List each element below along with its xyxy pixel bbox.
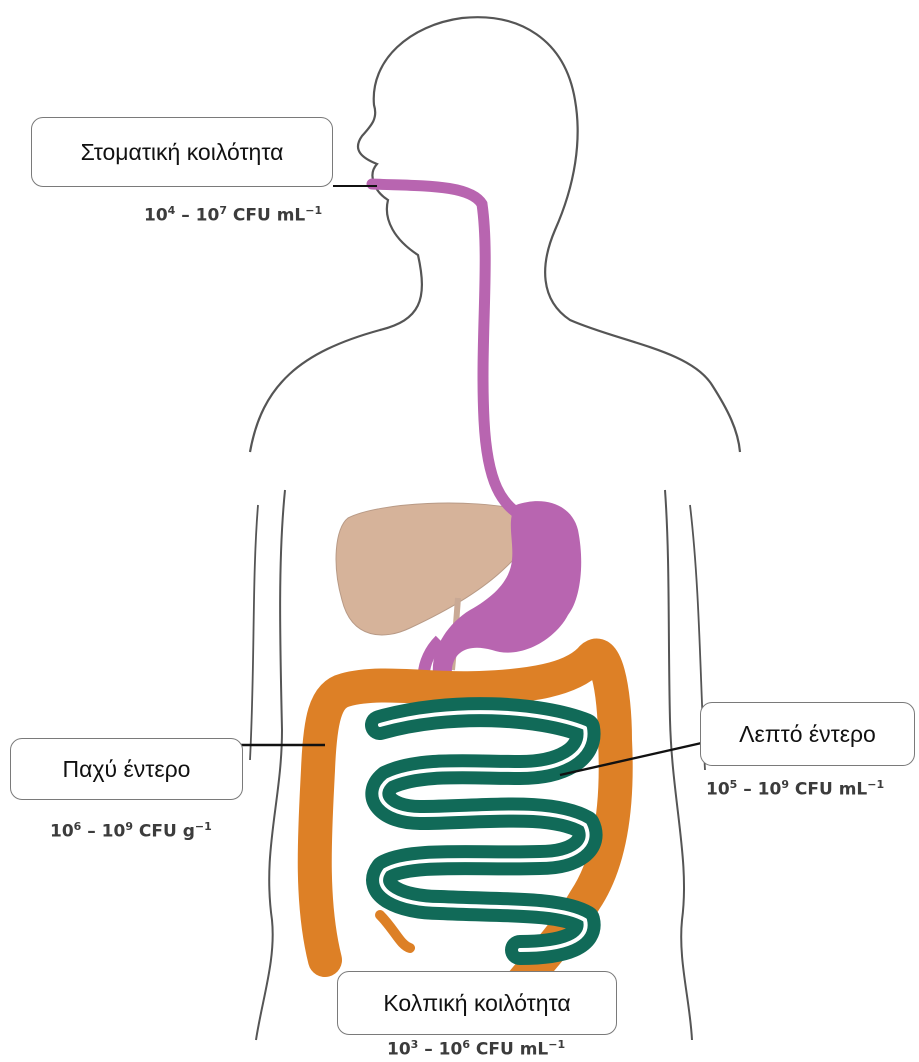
left-arm-line	[250, 505, 258, 760]
appendix	[380, 915, 410, 948]
body-outline	[250, 17, 740, 452]
small-intestine-count: 105 – 109 CFU mL−1	[706, 778, 884, 800]
large-intestine-label: Παχύ έντερο	[10, 738, 243, 800]
oral-cavity-count: 104 – 107 CFU mL−1	[144, 204, 322, 226]
left-torso-line	[256, 490, 285, 1040]
oral-cavity-label: Στοματική κοιλότητα	[31, 117, 333, 187]
vaginal-cavity-count: 103 – 106 CFU mL−1	[387, 1038, 565, 1060]
right-torso-line	[665, 490, 692, 1040]
small-intestine-label-text: Λεπτό έντερο	[739, 721, 876, 748]
large-intestine-count: 106 – 109 CFU g−1	[50, 820, 212, 842]
small-intestine-label: Λεπτό έντερο	[700, 702, 915, 766]
large-intestine-label-text: Παχύ έντερο	[63, 756, 191, 783]
vaginal-cavity-label: Κολπική κοιλότητα	[337, 971, 617, 1035]
small-intestine	[380, 712, 588, 950]
oral-cavity-label-text: Στοματική κοιλότητα	[81, 139, 284, 166]
vaginal-cavity-label-text: Κολπική κοιλότητα	[383, 990, 570, 1017]
